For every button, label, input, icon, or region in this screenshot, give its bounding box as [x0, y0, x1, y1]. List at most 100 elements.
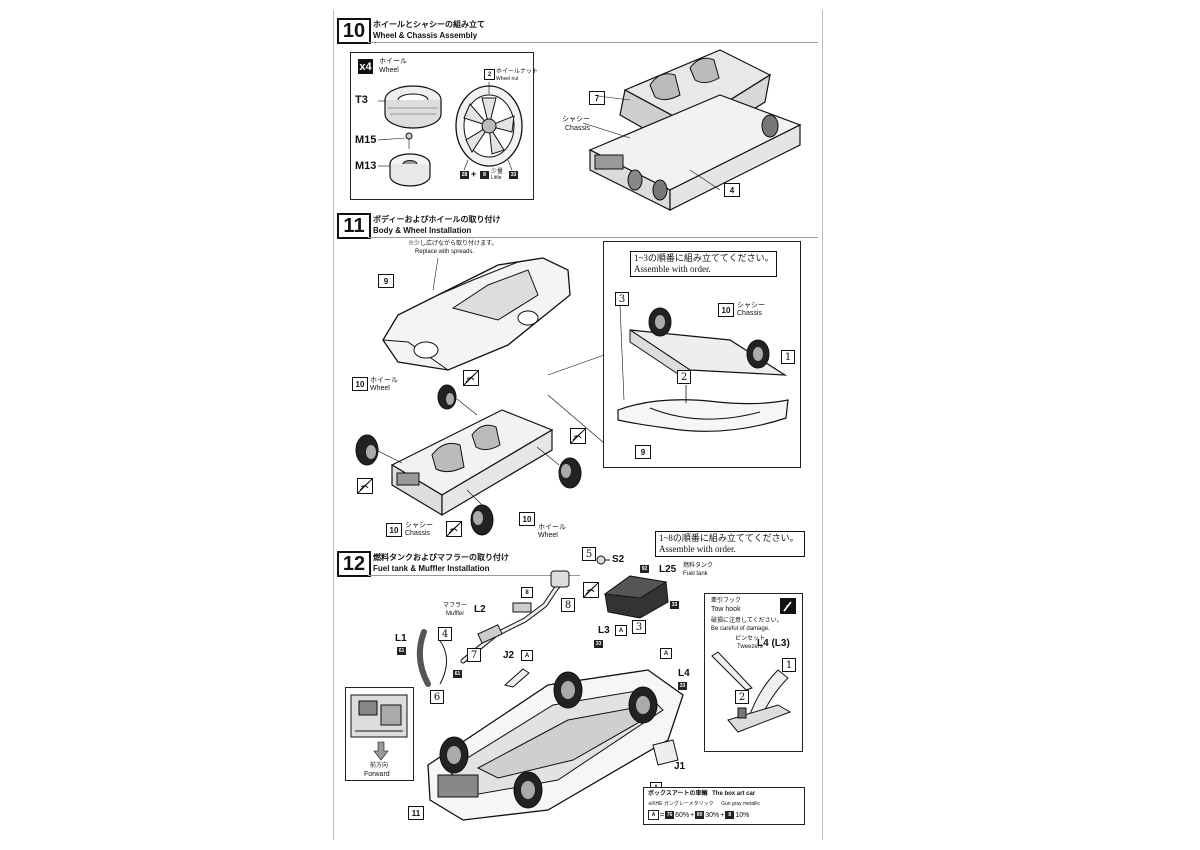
step-10-rule — [368, 42, 818, 43]
order-note-12-jp: 1~8の順番に組み立ててください。 — [659, 533, 799, 543]
part-j2: J2 — [503, 650, 515, 661]
part-l3: L3 — [598, 625, 610, 636]
fuel-tank-drawing — [603, 575, 669, 619]
no-glue-icon — [583, 582, 599, 598]
mix-paint-76: 76 — [665, 811, 675, 819]
mix-plus-2: + — [720, 811, 725, 819]
wheel-label-jp: ホイール — [379, 58, 407, 65]
wheel-nut-label-en: Wheel nut — [496, 76, 519, 82]
paint-28: 28 — [460, 171, 469, 179]
order-1: 1 — [781, 350, 795, 364]
step-11-number: 11 — [337, 213, 371, 239]
runner-a-j2: A — [521, 650, 533, 661]
underside-car-drawing — [427, 669, 684, 821]
paint-little-en: Little — [491, 175, 502, 181]
step-12-rule — [368, 575, 580, 576]
tweezers-tool-icon — [780, 598, 796, 614]
wheel-right-en: Wheel — [538, 532, 558, 539]
tweezers-drawing — [711, 651, 792, 733]
body-part-ref: 9 — [378, 274, 394, 288]
order-note-box: 1~3の順番に組み立ててください。 Assemble with order. — [630, 251, 777, 277]
no-glue-icon — [463, 370, 479, 386]
paint-33-tank: 33 — [670, 601, 679, 609]
wheel-label-en: Wheel — [379, 67, 399, 74]
muffler-en: Muffler — [446, 611, 465, 617]
part-t3: T3 — [355, 94, 368, 106]
care-jp: 破損に注意してください。 — [711, 618, 783, 624]
boxart-title: ボックスアートの車輌 The box art car — [648, 791, 755, 798]
paint-mix-formula: A = 76 60% + 80 30% + 8 10% — [648, 810, 749, 820]
quantity-badge: x4 — [358, 59, 373, 74]
part-l4: L4 — [678, 668, 690, 679]
muffler-pipe-drawing — [460, 570, 570, 664]
mix-a: A — [648, 810, 659, 820]
engine-bay-drawing — [350, 694, 408, 738]
wheel-rim-drawing — [455, 82, 523, 171]
step-10-title: ホイールとシャシーの組み立て Wheel & Chassis Assembly — [373, 19, 485, 41]
part-s2: S2 — [612, 554, 625, 565]
chassis-label-en: Chassis — [565, 125, 590, 132]
paint-61-l2: 61 — [453, 670, 462, 678]
part-l1: L1 — [395, 633, 407, 644]
tow-hook-en: Tow hook — [711, 606, 741, 613]
chassis-label-jp: シャシー — [562, 116, 590, 123]
step-10-title-en: Wheel & Chassis Assembly — [373, 31, 478, 40]
tailpipe-drawing — [416, 629, 447, 687]
boxart-color-jp: ※KHE ガングレーメタリック — [648, 801, 714, 807]
step-11-title: ボディーおよびホイールの取り付け Body & Wheel Installati… — [373, 214, 500, 236]
step-10-number: 10 — [337, 18, 371, 44]
step-12-title-jp: 燃料タンクおよびマフラーの取り付け — [373, 553, 509, 562]
order-7: 7 — [467, 648, 481, 662]
step-11-title-jp: ボディーおよびホイールの取り付け — [373, 215, 501, 224]
tow-hook-jp: 牽引フック — [711, 598, 742, 604]
mix-eq: = — [660, 811, 665, 819]
tire-and-wheel-parts-drawing — [377, 85, 442, 187]
boxart-color-en: Gun gray metallic — [721, 801, 760, 807]
bracket-j2-drawing — [503, 668, 530, 688]
mix-pct-3: 10% — [735, 811, 750, 819]
forward-jp: 前方向 — [370, 763, 389, 769]
tow-order-2: 2 — [735, 690, 749, 704]
order-5: 5 — [582, 547, 596, 561]
order-note-12-en: Assemble with order. — [659, 544, 736, 554]
step-10-title-jp: ホイールとシャシーの組み立て — [373, 20, 485, 29]
chassis-with-wheels-drawing — [355, 384, 582, 536]
part-4-ref: 4 — [724, 183, 740, 197]
muffler-jp: マフラー — [443, 603, 468, 609]
mix-paint-8: 8 — [725, 811, 735, 819]
chassis-ref-bottom: 10 — [386, 523, 402, 537]
wheel-ref-right: 10 — [519, 512, 535, 526]
chassis-part-ref: 7 — [589, 91, 605, 105]
paint-8: 8 — [480, 171, 489, 179]
step-11-title-en: Body & Wheel Installation — [373, 226, 472, 235]
detail-body-ref: 9 — [635, 445, 651, 459]
part-l2: L2 — [474, 604, 486, 615]
boxart-color: ※KHE ガングレーメタリック Gun gray metallic — [648, 801, 760, 808]
wheel-left-jp: ホイール — [370, 377, 398, 384]
wheel-nut-ref: 2 — [484, 69, 495, 80]
boxart-title-en: The box art car — [712, 791, 756, 797]
fuel-tank-jp: 燃料タンク — [683, 563, 714, 569]
step-12-title: 燃料タンクおよびマフラーの取り付け Fuel tank & Muffler In… — [373, 552, 509, 574]
order-3-tank: 3 — [632, 620, 646, 634]
order-6: 6 — [430, 690, 444, 704]
paint-little-jp: 少量 — [491, 169, 504, 175]
chassis-bottom-jp: シャシー — [405, 522, 433, 529]
detail-chassis-jp: シャシー — [737, 302, 765, 309]
flip-chassis-drawing — [617, 304, 789, 432]
part-8-ref: 8 — [521, 587, 533, 598]
screw-icon — [596, 555, 610, 565]
no-glue-icon — [446, 521, 462, 537]
paint-92: 92 — [640, 565, 649, 573]
wheel-ref-left: 10 — [352, 377, 368, 391]
no-glue-icon — [570, 428, 586, 444]
part-l4-l3: L4 (L3) — [757, 638, 790, 649]
step-11-rule — [368, 237, 818, 238]
order-4: 4 — [438, 627, 452, 641]
detail-chassis-ref: 10 — [718, 303, 734, 317]
order-note-jp: 1~3の順番に組み立ててください。 — [634, 253, 774, 263]
forward-en: Forward — [364, 771, 390, 778]
tow-order-1: 1 — [782, 658, 796, 672]
part-m13: M13 — [355, 160, 377, 172]
order-note-en: Assemble with order. — [634, 264, 711, 274]
